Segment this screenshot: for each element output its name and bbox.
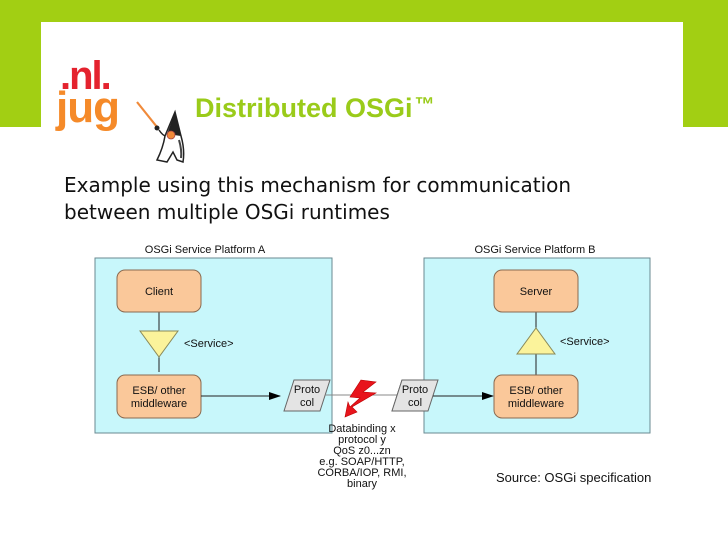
service-provider-triangle-a (139, 330, 179, 358)
link-note-line: CORBA/IOP, RMI, (317, 467, 406, 479)
logo-nl-text: .nl. (60, 54, 112, 98)
esb-node-a-label: middleware (131, 398, 187, 410)
esb-node-b-label: ESB/ other (509, 385, 563, 397)
protocol-b-label: col (408, 397, 422, 409)
service-label-b: <Service> (560, 336, 610, 348)
esb-node-a-label: ESB/ other (132, 385, 186, 397)
lightning-bolt-icon (344, 379, 377, 418)
body-text: Example using this mechanism for communi… (64, 172, 571, 226)
protocol-a-label: col (300, 397, 314, 409)
protocol-a-shape (283, 379, 331, 412)
link-note-line: Databinding x (328, 423, 396, 435)
server-node (493, 269, 579, 313)
protocol-b-shape-overlay (391, 379, 439, 412)
link-note-line: protocol y (338, 434, 386, 446)
header-band (0, 0, 728, 22)
client-node (116, 269, 202, 313)
link-note-line: QoS z0...zn (333, 445, 390, 457)
source-caption: Source: OSGi specification (496, 470, 652, 485)
left-accent-band (0, 0, 41, 127)
server-node-label: Server (520, 286, 553, 298)
body-line: between multiple OSGi runtimes (64, 200, 390, 224)
service-label-a: <Service> (184, 338, 234, 350)
trademark-mark: ™ (414, 94, 435, 116)
platform-b-label: OSGi Service Platform B (474, 244, 595, 256)
link-note-line: e.g. SOAP/HTTP, (319, 456, 404, 468)
panel-rounded-corner (640, 22, 683, 82)
service-consumer-triangle-b (516, 327, 556, 355)
esb-node-b (493, 374, 579, 419)
link-note-line: binary (347, 478, 377, 490)
client-node-label: Client (145, 286, 173, 298)
logo-jug-text: jug (56, 83, 120, 132)
esb-node-b-label: middleware (508, 398, 564, 410)
platform-a-label: OSGi Service Platform A (145, 244, 266, 256)
nljug-logo: .nl. jug (56, 54, 140, 136)
duke-pointer-icon (136, 101, 185, 163)
protocol-a-label: Proto (294, 384, 320, 396)
slide-title-text: Distributed OSGi (195, 93, 413, 123)
protocol-b-label: Proto (402, 384, 428, 396)
right-accent-band (683, 0, 728, 127)
body-line: Example using this mechanism for communi… (64, 173, 572, 197)
